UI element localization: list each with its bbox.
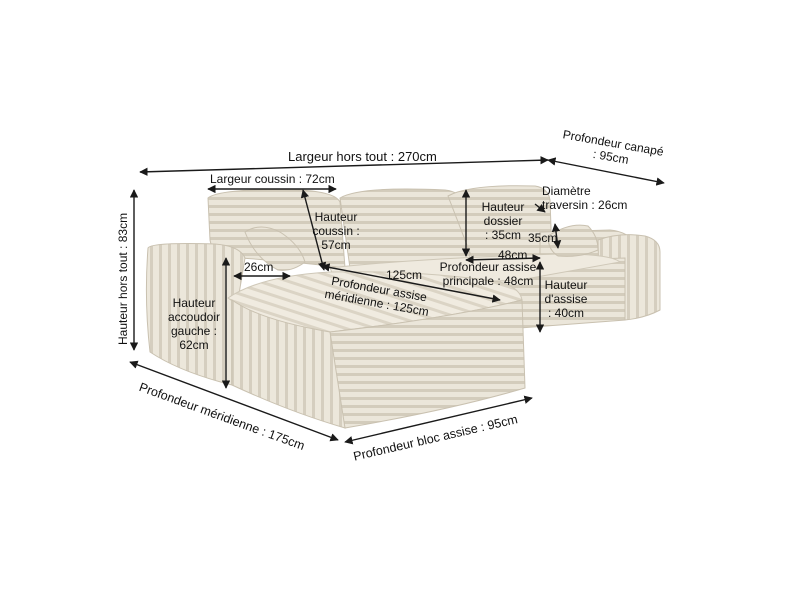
label-hauteur-assise-line1: Hauteur [544,278,588,292]
label-hauteur-assise: Hauteur d'assise : 40cm [540,278,592,320]
label-hauteur-coussin-line1: Hauteur [314,210,358,224]
label-hauteur-accoudoir-gauche: Hauteur accoudoir gauche : 62cm [164,296,224,352]
label-hauteur-hors-tout: Hauteur hors tout : 83cm [116,212,130,345]
label-hauteur-accoudoir-line2: accoudoir [167,310,221,324]
dimension-lines [129,156,665,445]
label-hauteur-accoudoir-line4: 62cm [179,338,209,352]
label-diametre-line2: traversin : 26cm [542,198,628,212]
label-profondeur-assise-principale: Profondeur assise principale : 48cm [436,260,540,288]
label-largeur-hors-tout: Largeur hors tout : 270cm [288,149,437,164]
arrow-diametre-traversin [534,203,546,213]
arrow-profondeur-meridienne [129,360,339,442]
arrow-48cm [465,254,541,264]
label-hauteur-coussin: Hauteur coussin : 57cm [306,210,366,252]
label-48cm: 48cm [498,248,528,262]
arrow-hauteur-coussin [300,189,327,271]
label-hauteur-coussin-line2: coussin : [312,224,360,238]
label-hauteur-accoudoir-line3: gauche : [170,324,218,338]
label-hauteur-dossier: Hauteur dossier : 35cm [472,200,534,242]
label-hauteur-assise-line2: d'assise [544,292,588,306]
label-diametre-traversin: Diamètre traversin : 26cm [542,184,627,212]
label-hauteur-dossier-line1: Hauteur [481,200,525,214]
arrow-profondeur-bloc-assise [344,395,533,445]
label-hauteur-dossier-line3: : 35cm [484,228,521,242]
label-hauteur-dossier-line2: dossier [483,214,523,228]
label-prof-assise-princ-line1: Profondeur assise [439,260,537,274]
arrow-profondeur-canape [547,157,665,186]
label-largeur-coussin: Largeur coussin : 72cm [210,172,335,186]
label-hauteur-coussin-line3: 57cm [321,238,351,252]
label-26cm: 26cm [244,260,274,274]
label-prof-assise-princ-line2: principale : 48cm [442,274,534,288]
arrow-125cm [321,263,501,303]
label-hauteur-assise-line3: : 40cm [547,306,584,320]
label-35cm: 35cm [528,231,558,245]
label-hauteur-accoudoir-line1: Hauteur [172,296,216,310]
arrow-35cm [551,223,562,249]
arrow-largeur-hors-tout [139,156,549,176]
label-diametre-line1: Diamètre [542,184,591,198]
label-125cm: 125cm [386,268,423,282]
